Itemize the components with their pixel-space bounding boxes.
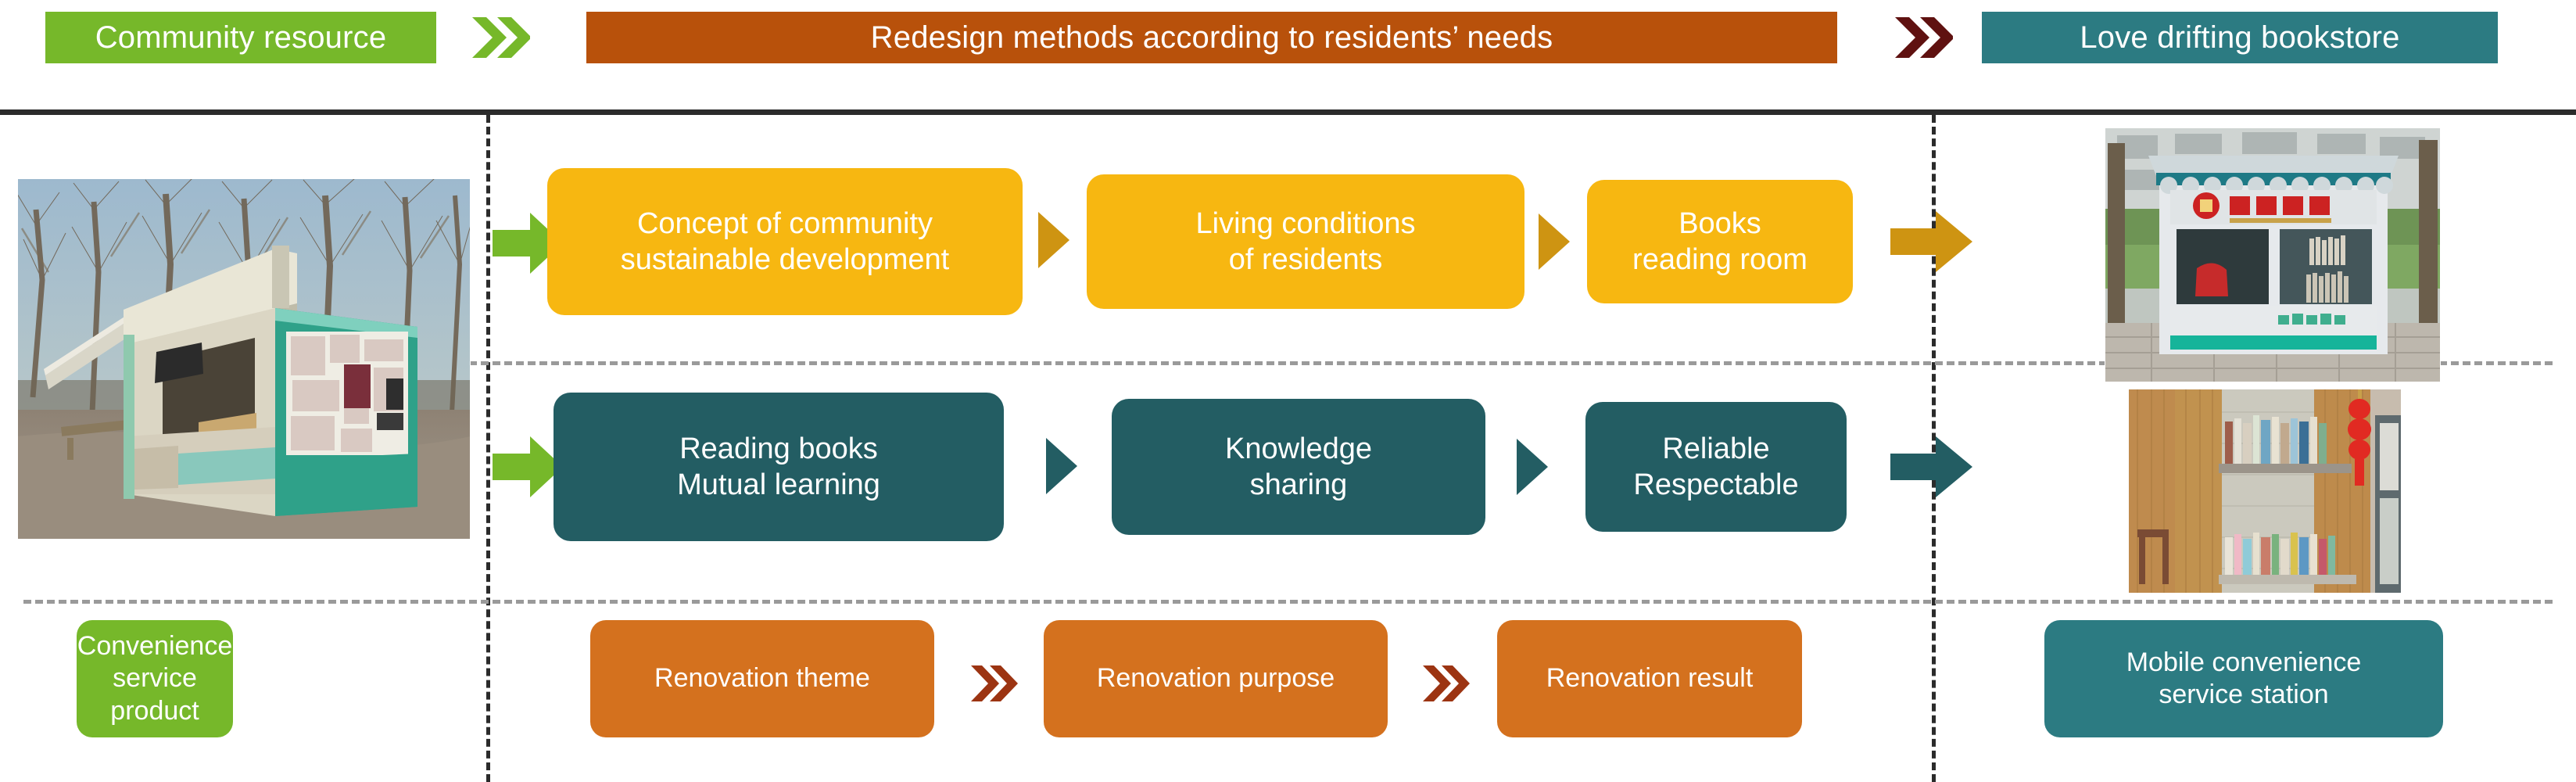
double-chevron-right-icon-bottom-1 [969, 661, 1018, 706]
horizontal-divider-bottom [23, 600, 2553, 604]
horizontal-divider-middle [23, 361, 2553, 365]
box-line-2: Mutual learning [677, 468, 880, 501]
box-living-conditions-of-residents: Living conditions of residents [1087, 174, 1524, 309]
box-line-1: Convenience [77, 630, 233, 661]
box-line-1: Renovation result [1546, 663, 1754, 694]
header-love-drifting-bookstore: Love drifting bookstore [1982, 12, 2498, 63]
box-line-1: Reliable [1662, 432, 1770, 465]
bookshelf-interior-photo [2128, 389, 2402, 594]
box-line-2: sharing [1249, 468, 1348, 501]
box-knowledge-sharing: Knowledge sharing [1112, 399, 1485, 535]
box-renovation-result: Renovation result [1497, 620, 1802, 737]
vertical-divider-right [1932, 115, 1936, 782]
teal-triangle-right-icon-1 [1044, 435, 1079, 497]
box-convenience-service-product: Convenience service product [77, 620, 233, 737]
header-redesign-methods: Redesign methods according to residents’… [586, 12, 1837, 63]
box-line-2: service station [2159, 680, 2329, 709]
box-line-2: service product [110, 663, 199, 726]
header-community-resource: Community resource [45, 12, 436, 63]
box-line-1: Renovation theme [654, 663, 870, 694]
box-line-1: Living conditions [1195, 206, 1416, 240]
amber-arrow-right-icon-output [1890, 211, 1972, 272]
teal-triangle-right-icon-2 [1515, 436, 1550, 498]
box-line-1: Renovation purpose [1096, 663, 1335, 694]
double-chevron-right-icon-maroon [1892, 11, 1953, 64]
box-concept-of-community-sustainable-development: Concept of community sustainable develop… [547, 168, 1023, 315]
box-books-reading-room: Books reading room [1587, 180, 1853, 303]
amber-triangle-right-icon-2 [1537, 210, 1571, 273]
renovated-kiosk-photo [2105, 127, 2441, 382]
teal-arrow-right-icon-output [1890, 436, 1972, 497]
box-line-1: Reading books [679, 432, 878, 465]
double-chevron-right-icon-green [469, 11, 530, 64]
vertical-divider-left [486, 115, 490, 782]
box-reading-books-mutual-learning: Reading books Mutual learning [554, 393, 1004, 541]
amber-triangle-right-icon-1 [1037, 209, 1071, 271]
box-renovation-theme: Renovation theme [590, 620, 934, 737]
box-line-1: Books [1679, 206, 1761, 240]
box-line-1: Knowledge [1224, 432, 1373, 465]
box-line-2: Respectable [1633, 468, 1799, 501]
box-line-1: Concept of community [636, 206, 933, 240]
header-divider-rule [0, 109, 2576, 115]
box-line-2: reading room [1632, 243, 1807, 276]
box-line-2: sustainable development [620, 243, 950, 276]
box-renovation-purpose: Renovation purpose [1044, 620, 1388, 737]
green-arrow-right-icon-purpose [493, 436, 563, 497]
old-kiosk-photo [17, 178, 471, 540]
box-reliable-respectable: Reliable Respectable [1585, 402, 1847, 532]
double-chevron-right-icon-bottom-2 [1421, 661, 1470, 706]
green-arrow-right-icon-theme [493, 213, 563, 274]
box-mobile-convenience-service-station: Mobile convenience service station [2044, 620, 2443, 737]
box-line-1: Mobile convenience [2126, 647, 2362, 677]
box-line-2: of residents [1228, 243, 1383, 276]
